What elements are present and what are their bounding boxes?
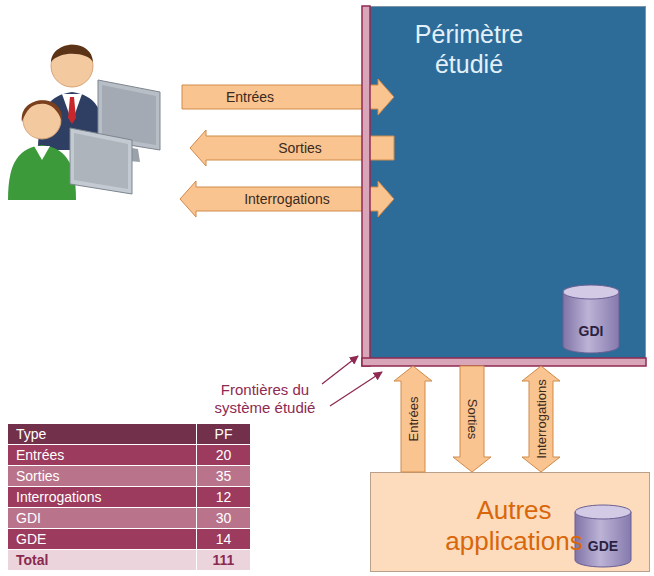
box-title: Périmètre étudié	[391, 19, 547, 79]
users-illustration	[8, 45, 160, 200]
table-cell: 20	[197, 445, 250, 465]
table-cell: GDE	[8, 529, 196, 549]
table-cell: Entrées	[8, 445, 196, 465]
man-head	[51, 45, 93, 87]
flow-label: Entrées	[407, 397, 420, 442]
study-perimeter-box: Périmètre étudiéGDI	[362, 6, 646, 366]
flow-label: Interrogations	[244, 192, 330, 206]
table-cell: GDI	[8, 508, 196, 528]
leader-arrow	[330, 372, 382, 406]
table-cell: Interrogations	[8, 487, 196, 507]
flow-label: Interrogations	[535, 379, 548, 459]
database-cylinder: GDE	[575, 505, 637, 567]
flow-label: Entrées	[226, 90, 274, 104]
database-name: GDE	[575, 538, 631, 555]
cylinder-body	[575, 512, 631, 567]
table-cell: Total	[8, 550, 196, 570]
table-header-cell: PF	[197, 424, 250, 444]
monitor-panel	[74, 133, 128, 189]
database-name: GDI	[563, 323, 619, 340]
table-cell: 30	[197, 508, 250, 528]
man-tie	[68, 97, 76, 124]
boundary-label: Frontières du système étudié	[195, 381, 335, 417]
flow-block-arrow	[453, 366, 491, 472]
flow-block-arrow	[522, 366, 560, 472]
table-cell: 35	[197, 466, 250, 486]
cylinder-top	[575, 505, 631, 519]
other-applications-box: Autres applicationsGDE	[370, 472, 650, 572]
man-hair	[51, 45, 93, 62]
boundary-band	[362, 358, 646, 366]
table-header-cell: Type	[8, 424, 196, 444]
database-cylinder: GDI	[563, 285, 625, 353]
table-cell: 12	[197, 487, 250, 507]
box-title: Autres applications	[421, 495, 607, 557]
boundary-band	[362, 6, 370, 366]
woman-collar	[34, 146, 50, 160]
monitor-back	[70, 128, 132, 194]
cylinder-shape	[575, 505, 631, 567]
woman-hair	[22, 100, 62, 122]
table-cell: 111	[197, 550, 250, 570]
flow-label: Sorties	[278, 141, 322, 155]
cylinder-top	[563, 285, 619, 299]
flow-block-arrow	[394, 366, 432, 472]
cylinder-shape	[563, 285, 619, 353]
table-cell: Sorties	[8, 466, 196, 486]
woman-shirt	[8, 145, 76, 200]
cylinder-body	[563, 292, 619, 353]
flow-label: Sorties	[466, 399, 479, 439]
leader-arrow	[322, 356, 358, 384]
table-cell: 14	[197, 529, 250, 549]
